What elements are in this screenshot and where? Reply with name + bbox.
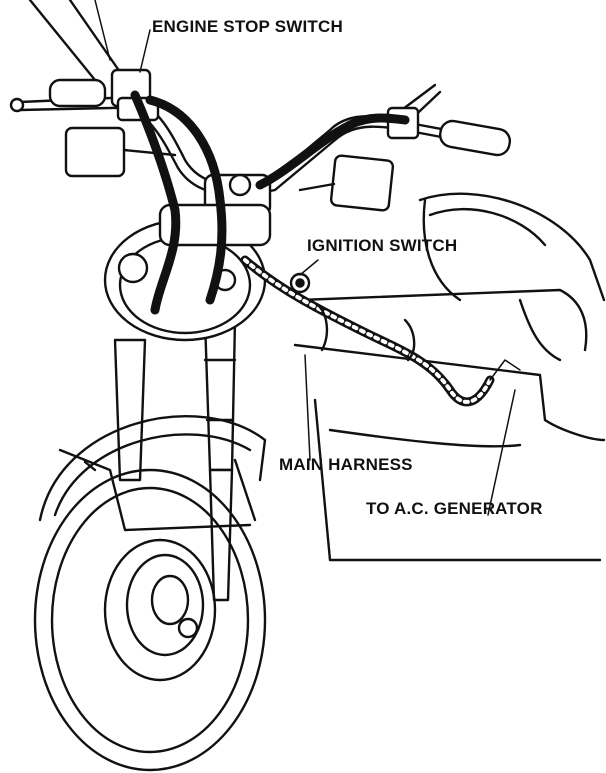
- frame-body: [293, 192, 606, 562]
- front-wheel: [33, 468, 267, 772]
- ac-generator-label: TO A.C. GENERATOR: [366, 499, 543, 518]
- turn-signals: [64, 126, 395, 212]
- front-fork: [113, 318, 237, 602]
- wiring-harness: [130, 90, 521, 407]
- front-fender: [38, 415, 267, 532]
- engine-stop-switch-label: ENGINE STOP SWITCH: [152, 17, 343, 36]
- ignition-switch-label: IGNITION SWITCH: [307, 236, 458, 255]
- leader-lines: [139, 29, 516, 516]
- main-harness-label: MAIN HARNESS: [279, 455, 413, 474]
